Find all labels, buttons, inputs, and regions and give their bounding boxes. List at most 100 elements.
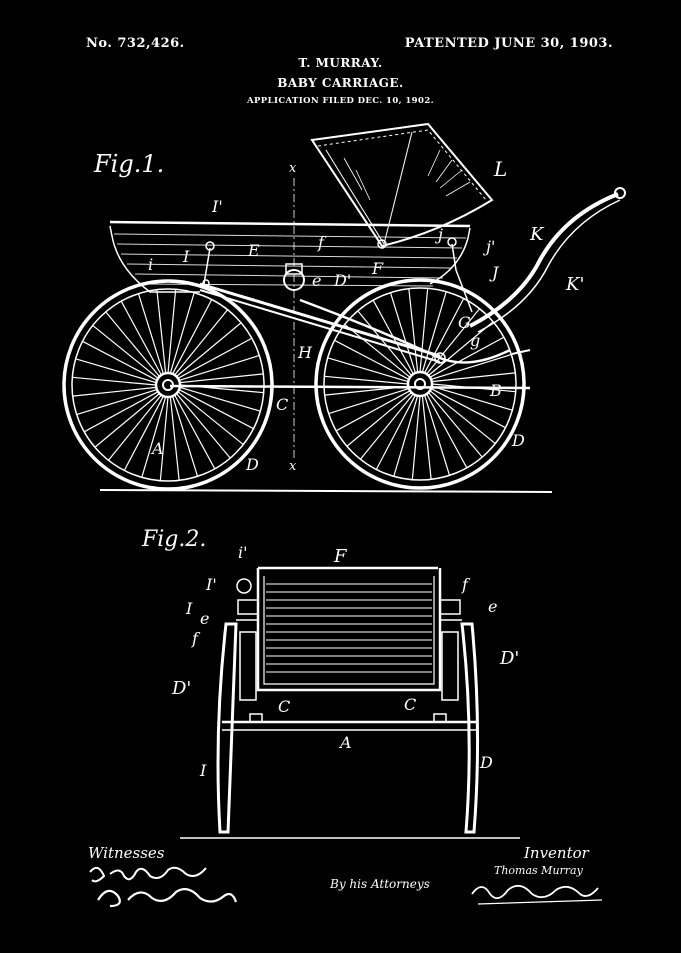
- wheel-spoke: [179, 386, 261, 412]
- patent-date: PATENTED JUNE 30, 1903.: [404, 36, 613, 51]
- wheel-spoke: [359, 393, 414, 460]
- wheel-spoke: [357, 310, 412, 376]
- fig2-letter-I1: I': [205, 575, 217, 594]
- fig1-letter-I: I: [182, 247, 190, 266]
- wheel-spoke: [120, 300, 162, 376]
- wheel-spoke: [389, 292, 416, 374]
- wheel-spoke: [424, 298, 465, 374]
- wheel-spoke: [408, 288, 419, 373]
- fig1-letter-L: L: [493, 157, 507, 181]
- fig2-letters: F i' I' I e f D' f e D' C C A I D: [171, 543, 519, 780]
- wheel-spoke: [324, 385, 409, 396]
- wheel-spoke: [172, 299, 213, 375]
- wheel-spoke: [428, 392, 483, 458]
- fig1-letter-K1: K': [565, 274, 584, 295]
- fig1-letter-e: e: [312, 271, 321, 290]
- wheel-spoke: [75, 358, 157, 384]
- inventor-name: Thomas Murray: [494, 864, 584, 877]
- invention-title: BABY CARRIAGE.: [277, 76, 404, 90]
- wheel-spoke: [421, 291, 447, 373]
- wheel-spoke: [419, 288, 429, 373]
- fig1-letter-f: f: [317, 233, 327, 252]
- patent-number: No. 732,426.: [86, 36, 185, 51]
- wheel-spoke: [393, 395, 419, 477]
- fig1-letter-J: J: [489, 263, 500, 282]
- fig1-letter-C: C: [276, 395, 288, 414]
- fig2-letter-D1-right: D': [499, 648, 519, 669]
- fig1-letter-G: G: [458, 313, 471, 332]
- wheel-spoke: [344, 323, 411, 378]
- wheel-spoke: [424, 394, 451, 476]
- wheel-spoke: [167, 289, 177, 374]
- wheel-spoke: [76, 389, 158, 416]
- wheel-spoke: [428, 321, 494, 376]
- signature-block: Witnesses Inventor Thomas Murray By his …: [88, 844, 603, 908]
- wheel-spoke: [178, 389, 254, 430]
- wheel-spoke: [94, 393, 160, 448]
- wheel-spoke: [346, 392, 412, 447]
- fig2-letter-I: I: [185, 599, 193, 618]
- witness-signature-1: [89, 866, 207, 883]
- wheel-spoke: [411, 395, 421, 480]
- wheel-spoke: [159, 396, 169, 481]
- fig2-letter-D: D: [479, 753, 493, 772]
- figure-1: Fig.1. x x: [62, 122, 626, 493]
- attorney-signature: [471, 884, 599, 900]
- wheel-spoke: [176, 393, 231, 459]
- fig2-letter-C-right: C: [404, 695, 416, 714]
- fig2-wheel-left: [216, 622, 238, 834]
- witness-signature-2: [97, 887, 238, 908]
- wheel-rear: [314, 278, 526, 490]
- fig1-letter-x-bottom: x: [289, 459, 297, 474]
- fig2-label: Fig.2.: [141, 527, 206, 552]
- fig2-fittings: [236, 578, 462, 701]
- wheel-spoke: [174, 394, 216, 470]
- fig1-letter-g: g: [470, 331, 480, 350]
- wheel-spoke: [107, 394, 162, 461]
- carriage-hood: [310, 122, 494, 249]
- wheel-spoke: [92, 324, 159, 379]
- wheel-spoke: [177, 337, 253, 379]
- fig1-letter-i: i: [148, 255, 153, 274]
- fig2-letter-f-right: f: [461, 575, 471, 594]
- fig1-letter-B: B: [489, 381, 502, 400]
- fig1-letter-A: A: [150, 439, 164, 458]
- fig2-wheel-right: [460, 622, 480, 834]
- wheel-spoke: [179, 373, 264, 384]
- wheel-spoke: [177, 391, 244, 446]
- wheel-spoke: [421, 395, 432, 480]
- wheel-spoke: [426, 393, 468, 469]
- wheel-spoke: [328, 388, 410, 415]
- wheel-spoke: [105, 311, 160, 377]
- fig2-letter-f-left: f: [191, 629, 201, 648]
- fig2-letter-A: A: [338, 733, 352, 752]
- application-filed: APPLICATION FILED DEC. 10, 1902.: [246, 96, 434, 106]
- wheel-spoke: [72, 376, 157, 386]
- fig2-letter-I-bottom: I: [199, 761, 207, 780]
- wheel-spoke: [430, 388, 506, 429]
- wheel-spoke: [431, 383, 516, 393]
- fig1-letter-D-rear: D: [511, 431, 525, 450]
- wheel-spoke: [429, 390, 496, 445]
- fig1-letter-I1: I': [211, 197, 223, 216]
- wheel-spoke: [137, 293, 164, 375]
- wheel-spoke: [176, 322, 242, 377]
- fig2-letter-e-right: e: [488, 597, 497, 616]
- fig2-basket: [256, 566, 442, 692]
- attorneys-label: By his Attorneys: [329, 877, 430, 891]
- fig1-letters: I' I i E f e D' F j j' J L K K' G g H C …: [148, 157, 584, 474]
- wheel-spoke: [372, 299, 414, 375]
- fig1-letter-j1: j': [483, 237, 495, 256]
- wheel-spoke: [324, 375, 409, 385]
- wheel-spoke: [327, 357, 409, 383]
- fig1-letter-D-front: D: [245, 455, 259, 474]
- wheel-spoke: [169, 292, 195, 374]
- witnesses-label: Witnesses: [88, 844, 165, 862]
- wheel-spoke: [174, 309, 229, 376]
- fig2-letter-i1: i': [238, 543, 248, 562]
- wheel-spoke: [172, 395, 199, 477]
- wheel-spoke: [375, 394, 416, 470]
- wheel-spoke: [430, 353, 512, 380]
- inventor-header: T. MURRAY.: [298, 56, 383, 70]
